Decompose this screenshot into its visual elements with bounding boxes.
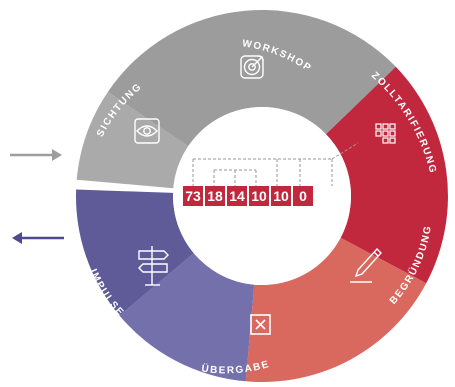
code-digit: 10 [273,188,289,204]
code-digit: 0 [299,188,307,204]
eye-icon [134,118,160,144]
code-digit: 73 [185,188,201,204]
code-digit: 18 [207,188,223,204]
segment-uebergabe [119,253,255,382]
code-digit-box: 0 [293,186,313,206]
code-bracket [192,142,359,186]
code-digit: 14 [229,188,245,204]
target-icon [240,55,264,79]
ring [75,10,448,383]
code-digit-box: 10 [249,186,269,206]
code-digit-box: 10 [271,186,291,206]
signpost-icon [138,246,169,286]
code-digit: 10 [251,188,267,204]
arrow-out-icon [12,232,64,244]
x-box-icon [250,314,271,335]
segment-sichtung [76,92,189,189]
pen-icon [350,247,382,283]
segment-zolltarifierung [326,66,448,284]
segment-impulse [75,189,194,316]
arrow-in-icon [10,149,62,161]
tariff-code: 73 18 14 10 10 0 [183,186,313,206]
code-digit-box: 14 [227,186,247,206]
grid-icon [375,123,396,144]
code-digit-box: 18 [205,186,225,206]
code-digit-box: 73 [183,186,203,206]
segment-begruendung [245,237,427,383]
